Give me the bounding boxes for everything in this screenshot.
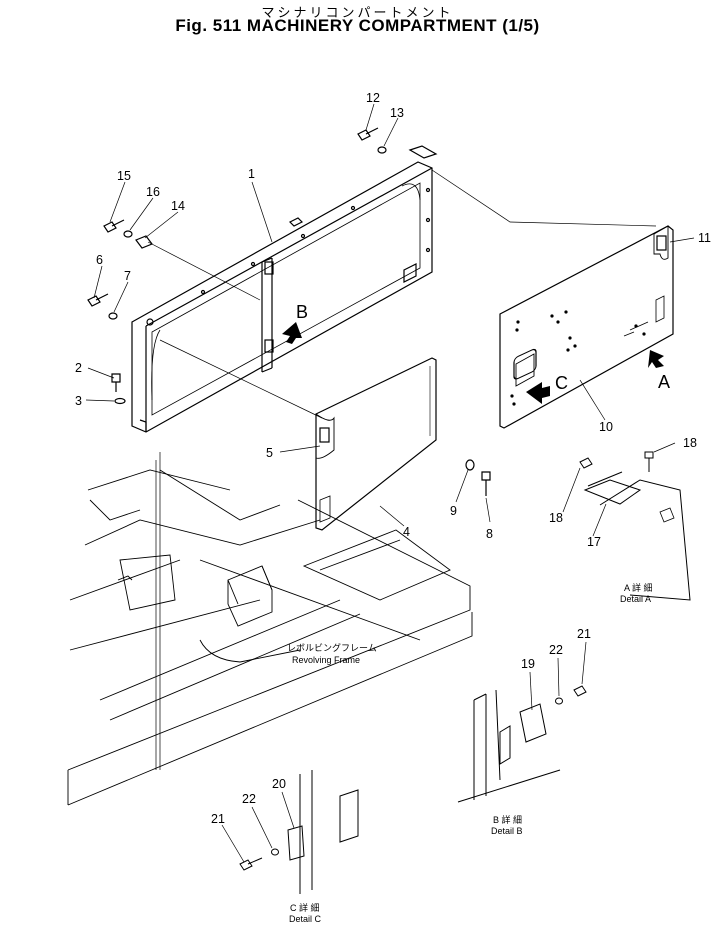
view-marker-a: A (658, 372, 670, 392)
clip-14 (135, 235, 153, 249)
callout-1: 1 (248, 167, 255, 181)
callout-21-detail-b: 21 (577, 627, 591, 641)
callout-14: 14 (171, 199, 185, 213)
callout-4: 4 (403, 525, 410, 539)
detail-a-illustration (579, 451, 691, 601)
revolving-frame-label-japanese: レボルビングフレーム (287, 642, 377, 653)
detail-a-caption: Detail A (620, 594, 651, 604)
door-panel-fasteners (510, 310, 646, 406)
detail-a-caption-japanese: A 詳 細 (624, 582, 653, 593)
figure-title-japanese: マシナリコンパートメント (261, 6, 454, 21)
view-arrow-c (526, 382, 550, 404)
bolt-12 (357, 127, 379, 141)
side-door-panel (499, 225, 674, 429)
callout-17: 17 (587, 535, 601, 549)
callout-13: 13 (390, 106, 404, 120)
callout-21-detail-c: 21 (211, 812, 225, 826)
callout-22-detail-b: 22 (549, 643, 563, 657)
callout-9: 9 (450, 504, 457, 518)
view-arrow-a (648, 350, 664, 368)
bolt-2 (111, 373, 121, 392)
small-door-panel (315, 357, 437, 531)
door-frame (131, 145, 438, 433)
callout-2: 2 (75, 361, 82, 375)
detail-b-caption-japanese: B 詳 細 (493, 814, 522, 825)
washer-13 (377, 146, 387, 154)
bolt-6 (87, 293, 109, 307)
callout-22-detail-c: 22 (242, 792, 256, 806)
callout-6: 6 (96, 253, 103, 267)
washer-16 (123, 230, 133, 238)
detail-c-illustration (239, 770, 359, 894)
callout-3: 3 (75, 394, 82, 408)
revolving-frame (67, 469, 473, 806)
callout-11: 11 (698, 231, 711, 245)
detail-b-illustration (457, 685, 587, 803)
assembly-guide-lines (147, 169, 657, 770)
detail-c-caption-japanese: C 詳 細 (290, 902, 320, 913)
bolt-8 (481, 471, 491, 496)
callout-19: 19 (521, 657, 535, 671)
view-arrow-b (282, 322, 302, 344)
callout-8: 8 (486, 527, 493, 541)
callout-12: 12 (366, 91, 380, 105)
callout-5: 5 (266, 446, 273, 460)
callout-10: 10 (599, 420, 613, 434)
washer-7 (108, 312, 118, 320)
callout-18-lower: 18 (549, 511, 563, 525)
view-marker-b: B (296, 302, 308, 322)
washer-3 (114, 397, 126, 405)
callout-20: 20 (272, 777, 286, 791)
washer-9 (465, 459, 475, 471)
callout-16: 16 (146, 185, 160, 199)
callout-leader-lines (85, 103, 695, 863)
callout-18-upper: 18 (683, 436, 697, 450)
callout-7: 7 (124, 269, 131, 283)
detail-b-caption: Detail B (491, 826, 523, 836)
bolt-15 (103, 219, 125, 233)
callout-15: 15 (117, 169, 131, 183)
view-marker-c: C (555, 373, 568, 393)
revolving-frame-label: Revolving Frame (292, 655, 360, 665)
figure-title: Fig. 511 MACHINERY COMPARTMENT (1/5) (175, 16, 540, 35)
detail-c-caption: Detail C (289, 914, 322, 924)
